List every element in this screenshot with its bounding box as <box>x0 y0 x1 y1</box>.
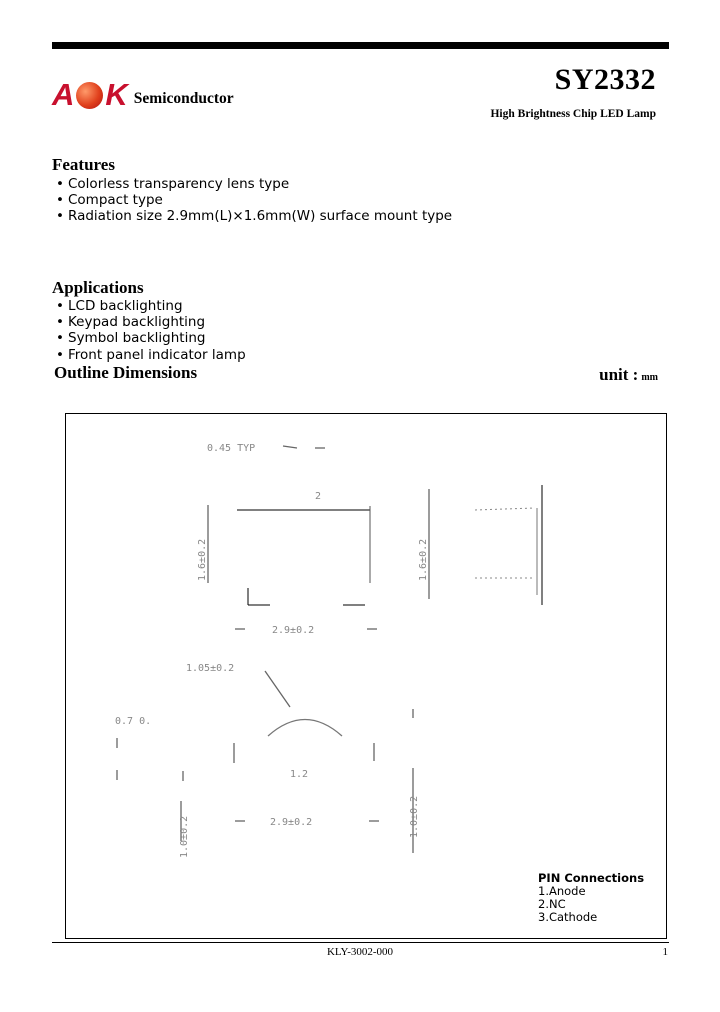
unit-value: mm <box>641 372 658 383</box>
dim-label: 1.2 <box>290 769 308 780</box>
outline-heading: Outline Dimensions <box>54 363 198 382</box>
list-item: LCD backlighting <box>56 298 246 314</box>
pin-connections: PIN Connections 1.Anode 2.NC 3.Cathode <box>538 871 644 924</box>
dim-label: 1.6±0.2 <box>418 539 429 581</box>
pin-item: 2.NC <box>538 897 566 911</box>
pin-connections-title: PIN Connections <box>538 871 645 885</box>
dim-label: 1.0±0.2 <box>179 816 190 858</box>
dim-tick <box>282 445 298 449</box>
list-item: Radiation size 2.9mm(L)×1.6mm(W) surface… <box>56 208 452 224</box>
subtitle: High Brightness Chip LED Lamp <box>490 108 656 120</box>
dim-label: 2.9±0.2 <box>270 817 312 828</box>
list-item: Keypad backlighting <box>56 314 246 330</box>
leader-line <box>264 670 291 708</box>
lens-arc <box>267 718 343 737</box>
outline-drawing: 0.45 TYP 2 1.6±0.2 2.9±0.2 1.6±0.2 1.05±… <box>115 443 543 858</box>
applications-heading: Applications <box>52 278 144 297</box>
footer-document-code: KLY-3002-000 <box>326 946 394 958</box>
list-item: Colorless transparency lens type <box>56 176 452 192</box>
list-item: Symbol backlighting <box>56 330 246 346</box>
part-number: SY2332 <box>554 63 656 96</box>
logo-letter-k: K <box>105 77 128 112</box>
side-hidden-line-top <box>474 507 536 511</box>
auk-logo: A K Semiconductor <box>52 78 234 112</box>
list-item: Front panel indicator lamp <box>56 347 246 363</box>
dim-label: 2.9±0.2 <box>272 625 314 636</box>
unit-prefix: unit : <box>599 365 639 384</box>
dim-label: 2 <box>315 491 321 502</box>
logo-ball-icon <box>76 82 104 109</box>
dim-label: 1.05±0.2 <box>186 663 234 674</box>
dim-label: 0.45 TYP <box>207 443 255 454</box>
top-rule <box>52 42 669 49</box>
dim-label: 1.6±0.2 <box>197 539 208 581</box>
logo-text: Semiconductor <box>133 90 234 107</box>
dim-label: 1.0±0.2 <box>409 796 420 838</box>
pin-item: 3.Cathode <box>538 910 598 924</box>
page-number: 1 <box>662 946 669 958</box>
features-list: Colorless transparency lens type Compact… <box>56 176 452 225</box>
dim-label: 0.7 0. <box>115 716 151 727</box>
features-heading: Features <box>52 155 115 174</box>
list-item: Compact type <box>56 192 452 208</box>
applications-list: LCD backlighting Keypad backlighting Sym… <box>56 298 246 363</box>
dimension-frame <box>65 413 667 939</box>
bottom-rule <box>52 942 669 943</box>
logo-letter-a: A <box>52 77 75 112</box>
pin-item: 1.Anode <box>538 884 586 898</box>
unit-label: unit :mm <box>599 365 658 385</box>
